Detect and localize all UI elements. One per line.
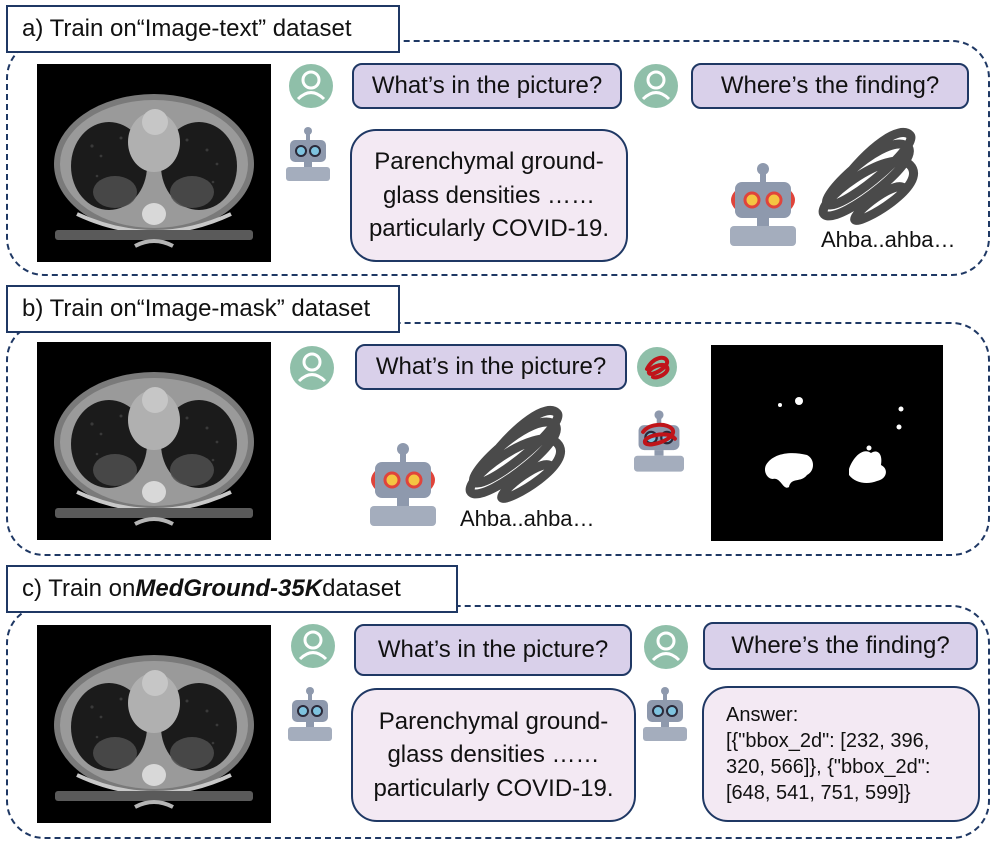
question-bubble: What’s in the picture? [355, 344, 627, 390]
mask-scribble-icon [635, 345, 679, 392]
user-avatar-icon [288, 344, 336, 395]
panel-c-label: c) Train on MedGround-35K dataset [6, 565, 458, 613]
user-avatar-icon [287, 62, 335, 113]
panel-c-frame [6, 605, 990, 839]
confused-answer-text: Ahba..ahba… [821, 227, 956, 252]
question-text: Where’s the finding? [720, 72, 940, 99]
user-avatar-icon [289, 622, 337, 673]
robot-happy-icon [642, 686, 688, 747]
user-avatar-icon [642, 623, 690, 674]
panel-a-label-prefix: a) Train on [22, 15, 137, 42]
robot-confused-icon [728, 161, 800, 253]
panel-c-label-dataset-name: MedGround-35K [135, 575, 323, 602]
robot-mask-icon [632, 408, 686, 479]
answer-bubble: Parenchymal ground- glass densities …… p… [350, 129, 628, 262]
panel-a-ct-image [37, 64, 271, 262]
panel-b-label: b) Train on “Image-mask” dataset [6, 285, 400, 333]
panel-a-label-rest: “Image-text” dataset [136, 15, 352, 42]
user-avatar-icon [632, 62, 680, 113]
question-bubble: Where’s the finding? [691, 63, 969, 109]
confused-answer-text: Ahba..ahba… [460, 506, 595, 531]
panel-c-label-prefix: c) Train on [22, 575, 136, 602]
scribble-icon [457, 393, 577, 513]
panel-a-label: a) Train on “Image-text” dataset [6, 5, 400, 53]
question-bubble: Where’s the finding? [703, 622, 978, 670]
question-text: What’s in the picture? [377, 636, 609, 663]
question-bubble: What’s in the picture? [352, 63, 622, 109]
robot-happy-icon [285, 126, 331, 187]
panel-a-frame [6, 40, 990, 276]
panel-b-label-prefix: b) Train on [22, 295, 137, 322]
answer-text: Parenchymal ground- glass densities …… p… [373, 707, 614, 802]
scribble-icon [810, 115, 930, 235]
panel-b-ct-image [37, 342, 271, 540]
question-text: What’s in the picture? [371, 72, 603, 99]
segmentation-mask-image [711, 345, 943, 541]
robot-happy-icon [287, 686, 333, 747]
answer-bubble: Parenchymal ground- glass densities …… p… [351, 688, 636, 822]
robot-confused-icon [368, 441, 440, 533]
panel-c-ct-image [37, 625, 271, 823]
question-text: What’s in the picture? [375, 353, 607, 380]
question-bubble: What’s in the picture? [354, 624, 632, 676]
question-text: Where’s the finding? [731, 632, 950, 659]
panel-c-label-rest: dataset [322, 575, 401, 602]
panel-b-frame [6, 322, 990, 556]
panel-b-label-rest: “Image-mask” dataset [136, 295, 371, 322]
bbox-answer-bubble: Answer: [{"bbox_2d": [232, 396, 320, 566… [702, 686, 980, 822]
answer-text: Parenchymal ground- glass densities …… p… [368, 148, 610, 243]
bbox-answer-text: Answer: [{"bbox_2d": [232, 396, 320, 566… [726, 704, 931, 804]
